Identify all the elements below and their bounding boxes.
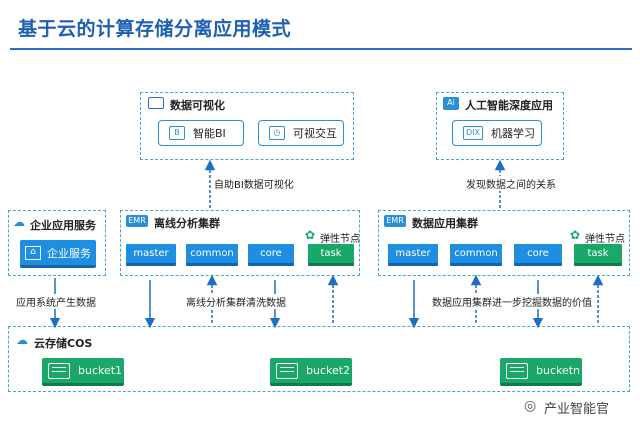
dataapp-common-node[interactable]: common [450, 244, 502, 266]
visual-interaction-label: 可视交互 [293, 127, 337, 140]
home-icon: ⌂ [25, 245, 41, 260]
note-offline-clean: 离线分析集群清洗数据 [186, 294, 286, 309]
emr-icon: EMR [384, 215, 406, 227]
bucket-2[interactable]: bucket2 [270, 358, 352, 386]
dataapp-task-node[interactable]: task [574, 244, 622, 266]
machine-learning-label: 机器学习 [491, 127, 535, 140]
bucket-label: bucket2 [306, 364, 351, 377]
monitor-icon [148, 97, 164, 109]
smart-bi-button[interactable]: B 智能BI [158, 120, 244, 146]
machine-learning-button[interactable]: DIX 机器学习 [452, 120, 542, 146]
storage-icon [506, 362, 528, 379]
note-discover-relations: 发现数据之间的关系 [466, 176, 556, 191]
watermark-label: 产业智能官 [544, 402, 610, 417]
page-title: 基于云的计算存储分离应用模式 [18, 18, 292, 40]
offline-master-node[interactable]: master [126, 244, 176, 266]
bucket-1[interactable]: bucket1 [42, 358, 124, 386]
offline-core-node[interactable]: core [248, 244, 294, 266]
bi-icon: B [169, 126, 185, 140]
visual-interaction-button[interactable]: ◷ 可视交互 [258, 120, 344, 146]
dataapp-core-node[interactable]: core [514, 244, 562, 266]
data-visualization-title: 数据可视化 [170, 99, 225, 112]
data-application-title: 数据应用集群 [412, 217, 478, 230]
dataapp-elastic-label: 弹性节点 [585, 234, 625, 245]
emr-icon: EMR [126, 215, 148, 227]
ai-application-title: 人工智能深度应用 [465, 99, 553, 112]
enterprise-service-label: 企业服务 [47, 246, 91, 260]
elastic-node-icon: ✿ [570, 228, 581, 242]
bucket-label: bucket1 [78, 364, 123, 377]
cloud-storage-title: 云存储COS [34, 337, 93, 350]
enterprise-service-button[interactable]: ⌂ 企业服务 [20, 240, 96, 268]
offline-elastic-label: 弹性节点 [320, 234, 360, 245]
note-app-data: 应用系统产生数据 [16, 294, 96, 309]
note-self-service-bi: 自助BI数据可视化 [214, 176, 294, 191]
title-divider [10, 48, 632, 50]
enterprise-services-title: 企业应用服务 [30, 219, 96, 232]
dataapp-master-node[interactable]: master [388, 244, 438, 266]
storage-icon [276, 362, 298, 379]
wechat-icon: ◎ [524, 398, 537, 414]
note-data-mining: 数据应用集群进一步挖掘数据的价值 [432, 294, 592, 309]
storage-icon [48, 362, 70, 379]
clock-icon: ◷ [269, 126, 285, 140]
elastic-node-icon: ✿ [305, 228, 316, 242]
bucket-n[interactable]: bucketn [500, 358, 582, 386]
cloud-icon: ☁ [13, 215, 25, 229]
ai-icon: Ai [443, 97, 459, 110]
offline-task-node[interactable]: task [308, 244, 354, 266]
offline-analysis-title: 离线分析集群 [154, 217, 220, 230]
bucket-label: bucketn [536, 364, 581, 377]
cloud-icon: ☁ [16, 333, 28, 347]
smart-bi-label: 智能BI [193, 127, 226, 140]
ml-icon: DIX [463, 126, 483, 140]
offline-common-node[interactable]: common [186, 244, 238, 266]
